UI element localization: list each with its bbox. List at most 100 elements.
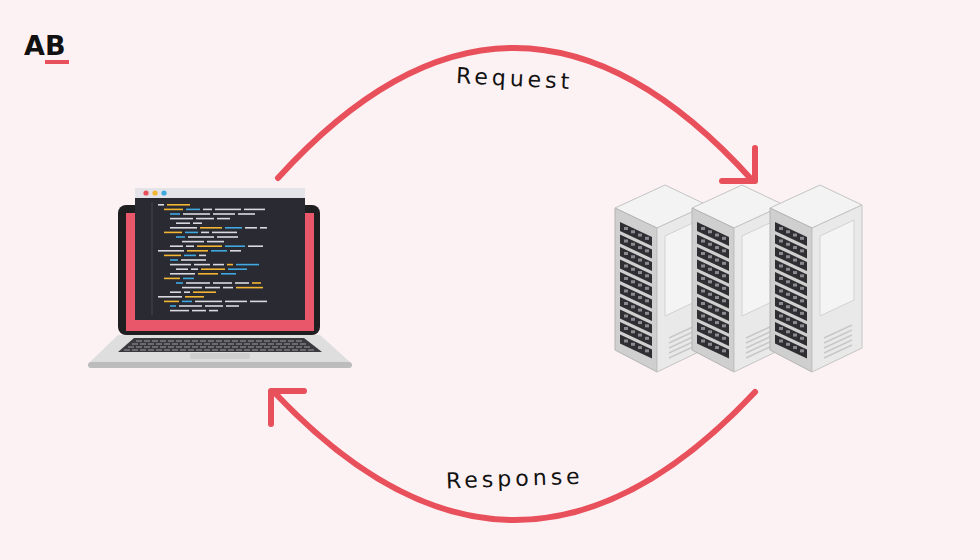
- code-line: [194, 264, 210, 266]
- server-panel: [820, 220, 854, 316]
- code-line: [225, 301, 247, 303]
- drive-bay: [645, 274, 649, 277]
- code-line: [226, 305, 239, 307]
- key: [164, 343, 170, 345]
- code-line: [238, 213, 255, 215]
- drive-bay: [701, 315, 705, 318]
- code-line: [158, 296, 182, 298]
- drive-bay: [800, 274, 804, 277]
- drive-bay: [722, 262, 726, 265]
- drive-bay: [715, 346, 719, 349]
- key: [148, 349, 154, 351]
- drive-bay: [638, 309, 642, 312]
- drive-bay: [786, 255, 790, 258]
- key: [184, 340, 190, 342]
- key: [300, 349, 306, 351]
- key: [240, 346, 246, 348]
- code-line: [195, 301, 222, 303]
- drive-bay: [638, 284, 642, 287]
- code-line: [187, 250, 208, 252]
- drive-bay: [793, 284, 797, 287]
- code-line: [164, 232, 182, 234]
- drive-bay: [624, 265, 628, 268]
- code-line: [191, 268, 198, 270]
- drive-bay: [631, 330, 635, 333]
- key: [288, 346, 294, 348]
- code-line: [164, 209, 183, 211]
- drive-bay: [786, 280, 790, 283]
- code-line: [176, 222, 190, 224]
- code-line: [260, 227, 267, 229]
- key: [252, 343, 258, 345]
- drive-bay: [701, 265, 705, 268]
- drive-bay: [624, 327, 628, 330]
- drive-bay: [793, 296, 797, 299]
- drive-bay: [638, 259, 642, 262]
- code-line: [252, 282, 261, 284]
- drive-bay: [793, 346, 797, 349]
- key: [244, 349, 250, 351]
- code-line: [245, 227, 257, 229]
- key: [248, 346, 254, 348]
- code-line: [213, 282, 232, 284]
- key: [148, 343, 154, 345]
- drive-bay: [786, 268, 790, 271]
- code-line: [217, 218, 230, 220]
- response-arrow: [274, 392, 755, 520]
- drive-bay: [708, 280, 712, 283]
- drive-bay: [800, 237, 804, 240]
- drive-bay: [708, 255, 712, 258]
- drive-bay: [793, 334, 797, 337]
- drive-bay: [793, 246, 797, 249]
- drive-bay: [624, 340, 628, 343]
- key: [308, 349, 314, 351]
- code-line: [198, 273, 218, 275]
- drive-bay: [645, 299, 649, 302]
- code-line: [158, 250, 184, 252]
- code-line: [199, 255, 206, 257]
- server-rack: [615, 185, 862, 372]
- drive-bay: [701, 290, 705, 293]
- drive-bay: [715, 321, 719, 324]
- drive-bay: [701, 302, 705, 305]
- code-line: [223, 287, 233, 289]
- code-line: [184, 255, 196, 257]
- code-line: [227, 264, 233, 266]
- key: [260, 343, 266, 345]
- arrow-label: Request: [455, 63, 574, 94]
- code-line: [170, 213, 180, 215]
- key: [144, 340, 150, 342]
- code-line: [230, 250, 241, 252]
- key: [172, 349, 178, 351]
- drive-bay: [631, 343, 635, 346]
- key: [204, 343, 210, 345]
- drive-bay: [715, 309, 719, 312]
- drive-bay: [800, 249, 804, 252]
- code-line: [225, 227, 242, 229]
- key: [184, 346, 190, 348]
- key: [304, 346, 310, 348]
- key: [192, 340, 198, 342]
- key: [272, 346, 278, 348]
- drive-bay: [722, 337, 726, 340]
- code-line: [236, 264, 259, 266]
- drive-bay: [779, 340, 783, 343]
- code-line: [201, 268, 225, 270]
- drive-bay: [715, 284, 719, 287]
- key: [172, 343, 178, 345]
- key: [216, 340, 222, 342]
- code-line: [244, 209, 265, 211]
- drive-bay: [631, 268, 635, 271]
- drive-bay: [708, 230, 712, 233]
- drive-bay: [638, 334, 642, 337]
- key: [208, 346, 214, 348]
- code-line: [179, 305, 202, 307]
- code-line: [170, 259, 178, 261]
- code-line: [207, 241, 224, 243]
- key: [232, 340, 238, 342]
- key: [156, 343, 162, 345]
- code-line: [205, 305, 223, 307]
- key: [128, 346, 134, 348]
- code-line: [164, 301, 179, 303]
- code-line: [236, 287, 263, 289]
